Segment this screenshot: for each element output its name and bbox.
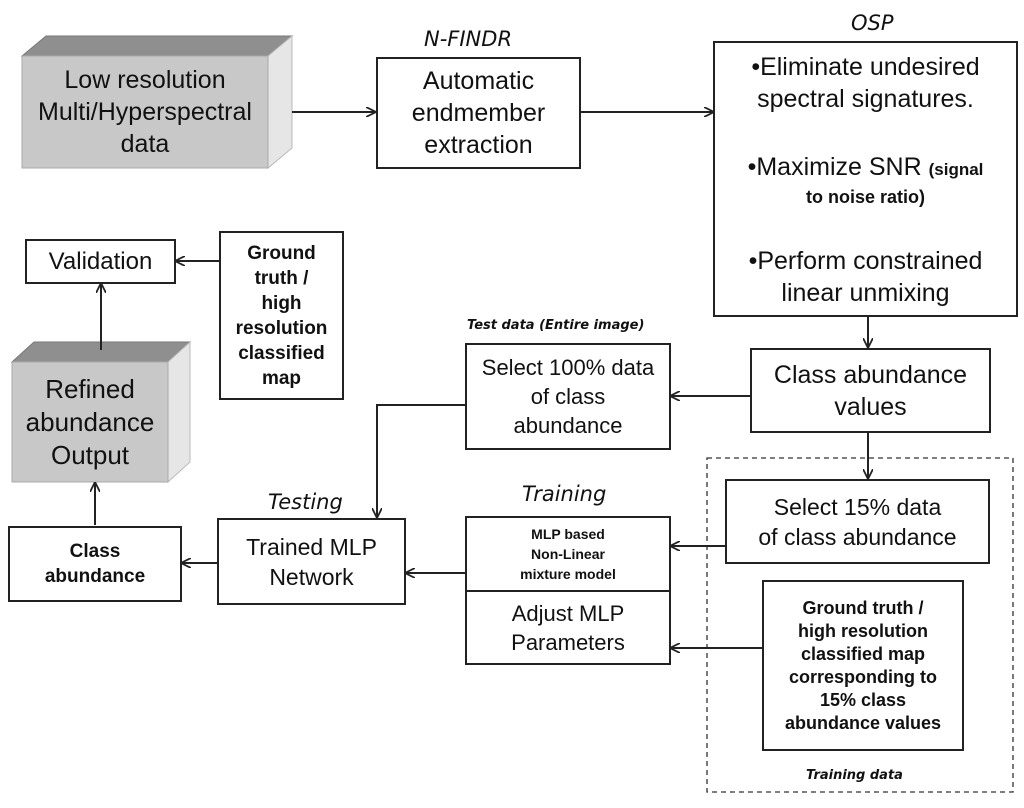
osp-step2-bold2: to noise ratio) — [805, 187, 925, 207]
trained-line-2: Network — [269, 563, 354, 590]
nfindr-label: N-FINDR — [424, 27, 513, 51]
test-data-label: Test data (Entire image) — [467, 318, 645, 333]
gt-top-line-5: classified — [238, 342, 325, 364]
classout-line-1: Class — [69, 541, 121, 562]
nfindr-box: Automatic endmember extraction — [376, 57, 581, 169]
classout-line-2: abundance — [44, 566, 146, 587]
gt-bottom-line-4: corresponding to — [789, 666, 937, 687]
low-res-data-block: Low resolution Multi/Hyperspectral data — [22, 56, 268, 168]
refined-line-3: Output — [50, 439, 130, 470]
training-data-region — [706, 457, 1014, 793]
refined-abundance-block: Refined abundance Output — [12, 362, 168, 482]
select-100-box: Select 100% data of class abundance — [465, 343, 671, 450]
gt-top-line-1: Ground — [247, 242, 316, 264]
mlp-line-1: MLP based — [531, 526, 605, 542]
osp-step2-main: •Maximize SNR — [747, 153, 922, 181]
gt-bottom-line-6: abundance values — [784, 712, 942, 733]
ground-truth-top-box: Ground truth / high resolution classifie… — [219, 231, 344, 400]
validation-label: Validation — [48, 248, 153, 275]
nfindr-line-2: endmember — [411, 99, 546, 127]
select100-line-3: abundance — [513, 413, 623, 438]
nfindr-line-1: Automatic — [422, 67, 535, 95]
trained-line-1: Trained MLP — [246, 533, 377, 560]
mlp-model-box: MLP based Non-Linear mixture model — [465, 516, 671, 592]
select-15-box: Select 15% data of class abundance — [725, 479, 990, 564]
mlp-line-2: Non-Linear — [531, 546, 605, 562]
gt-top-line-3: high — [261, 292, 302, 314]
gt-bottom-line-1: Ground truth / — [802, 597, 924, 618]
osp-step2-bold1: (signal — [928, 160, 984, 179]
refined-line-2: abundance — [25, 406, 155, 437]
class-values-line-1: Class abundance — [773, 360, 968, 389]
osp-step3-line1: •Perform constrained — [748, 247, 983, 275]
class-values-line-2: values — [834, 392, 907, 421]
arrow-select100-to-trained — [377, 404, 465, 517]
training-label: Training — [522, 482, 607, 506]
gt-top-line-4: resolution — [235, 317, 328, 339]
refined-cube-shape — [10, 340, 192, 484]
gt-bottom-line-2: high resolution — [798, 620, 928, 641]
nfindr-line-3: extraction — [424, 131, 533, 159]
osp-step2-line1: •Maximize SNR (signal — [748, 151, 984, 186]
low-res-cube-shape — [20, 34, 294, 170]
low-res-line-3: data — [120, 130, 170, 158]
gt-top-line-6: map — [261, 367, 302, 389]
class-abundance-values-box: Class abundance values — [750, 348, 991, 433]
gt-bottom-line-3: classified map — [800, 643, 926, 664]
refined-line-1: Refined — [45, 373, 135, 404]
osp-box: •Eliminate undesired spectral signatures… — [713, 41, 1018, 317]
training-data-label: Training data — [806, 768, 903, 783]
low-res-line-2: Multi/Hyperspectral — [38, 98, 252, 126]
osp-step3-line2: linear unmixing — [781, 279, 950, 307]
mlp-line-3: mixture model — [520, 566, 616, 582]
osp-step1-line1: •Eliminate undesired — [751, 53, 980, 81]
validation-box: Validation — [25, 239, 176, 284]
gt-top-line-2: truth / — [254, 267, 309, 289]
adjust-line-1: Adjust MLP — [511, 600, 625, 626]
testing-label: Testing — [268, 490, 343, 514]
low-res-line-1: Low resolution — [64, 66, 226, 94]
ground-truth-bottom-box: Ground truth / high resolution classifie… — [762, 580, 964, 751]
osp-step1-line2: spectral signatures. — [757, 85, 974, 113]
osp-label: OSP — [851, 11, 894, 35]
trained-mlp-box: Trained MLP Network — [217, 518, 406, 605]
gt-bottom-line-5: 15% class — [819, 689, 907, 710]
adjust-mlp-box: Adjust MLP Parameters — [465, 590, 671, 665]
select15-line-1: Select 15% data — [773, 493, 942, 520]
select100-line-2: of class — [530, 384, 606, 409]
select100-line-1: Select 100% data — [481, 355, 655, 380]
adjust-line-2: Parameters — [511, 629, 625, 655]
select15-line-2: of class abundance — [758, 523, 957, 550]
class-abundance-out-box: Class abundance — [8, 526, 182, 602]
